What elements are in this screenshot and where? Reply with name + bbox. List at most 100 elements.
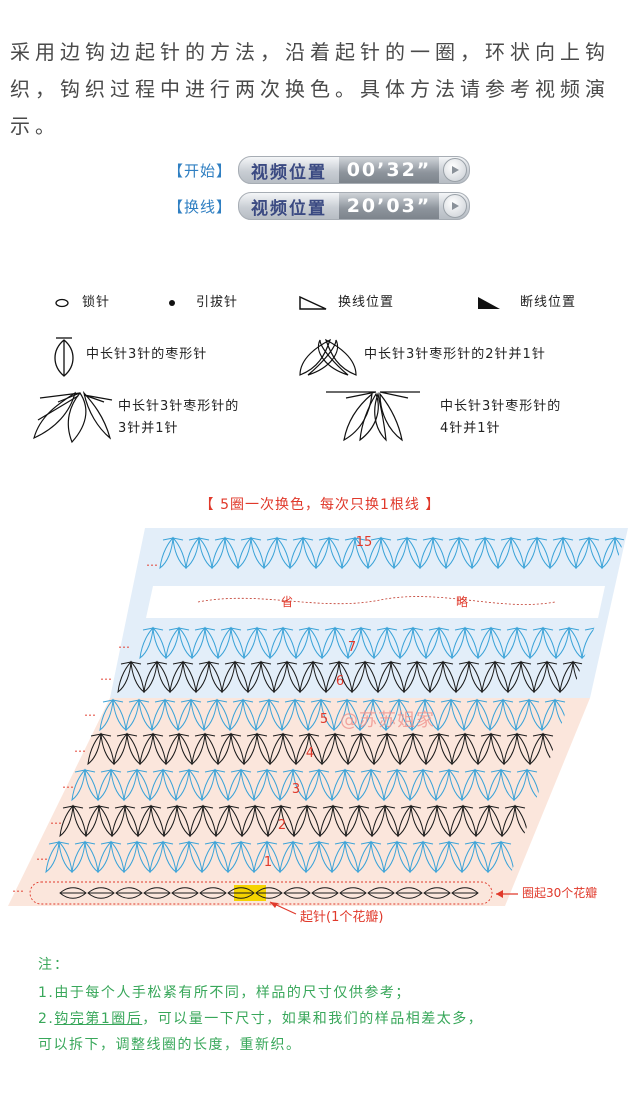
arrow-head-icon	[270, 902, 278, 908]
video-row-start[interactable]: 【开始】 视频位置 00’32”	[168, 156, 470, 184]
petal-cap	[194, 627, 216, 631]
petal-cap	[178, 769, 200, 773]
note-2-emphasis: 钩完第1圈后	[54, 1011, 143, 1027]
hdc3-4tog-icon	[326, 391, 420, 442]
petal-cap	[414, 699, 436, 703]
legend-hdc3-4tog-label-2: 4针并1针	[440, 421, 501, 436]
petal-cap	[194, 733, 216, 737]
hdc3-3tog-icon	[33, 390, 113, 444]
petal-cap	[454, 627, 476, 631]
petal-cap	[490, 841, 512, 845]
petal-cap	[454, 733, 476, 737]
petal-cap	[362, 699, 384, 703]
petal-cap	[500, 537, 522, 541]
petal-cap	[120, 661, 142, 665]
petal-cap	[48, 841, 70, 845]
petal-cap	[562, 661, 584, 665]
row-15	[159, 536, 628, 570]
row-1	[45, 840, 515, 874]
petal-cap	[344, 537, 366, 541]
petal-cap	[464, 841, 486, 845]
petal-cap	[376, 733, 398, 737]
petal-cap	[172, 661, 194, 665]
petal-cap	[466, 699, 488, 703]
petal-cap	[532, 627, 554, 631]
petal-cap	[388, 699, 410, 703]
petal-cap	[428, 627, 450, 631]
petal-cap	[328, 661, 350, 665]
note-2-prefix: 2.	[38, 1011, 55, 1027]
petal-cap	[422, 537, 444, 541]
petal-cap	[506, 627, 528, 631]
petal-cap	[380, 661, 402, 665]
petal-cap	[276, 661, 298, 665]
petal-cap	[536, 661, 558, 665]
petal-cap	[230, 769, 252, 773]
round-label: 1	[264, 855, 272, 870]
petal-cap	[438, 841, 460, 845]
petal-cap	[192, 805, 214, 809]
petal-cap	[310, 699, 332, 703]
petal-cap	[168, 733, 190, 737]
petal-cap	[510, 661, 532, 665]
petal-cap	[360, 769, 382, 773]
petal-cap	[478, 805, 500, 809]
petal-cap	[318, 537, 340, 541]
start-note: 起针(1个花瓣)	[300, 910, 384, 925]
play-icon[interactable]	[443, 194, 467, 218]
video-row-change[interactable]: 【换线】 视频位置 20’03”	[168, 192, 470, 220]
petal-cap	[178, 841, 200, 845]
petal-cap	[440, 699, 462, 703]
petal-cap	[250, 661, 272, 665]
petal-cap	[74, 841, 96, 845]
petal-cap	[296, 805, 318, 809]
petal-cap	[256, 769, 278, 773]
watermark: @苏苏姐家	[340, 710, 435, 731]
legend-hdc3-3tog-label-1: 中长针3针枣形针的	[118, 399, 240, 414]
petal-cap	[126, 841, 148, 845]
petal-cap	[484, 661, 506, 665]
round-label: 2	[278, 818, 286, 833]
petal-cap	[324, 627, 346, 631]
row-5	[99, 698, 595, 732]
petal-cap	[166, 805, 188, 809]
petal-cap	[480, 733, 502, 737]
petal-cap	[220, 627, 242, 631]
petal-cap	[102, 699, 124, 703]
video-label: 视频位置	[251, 198, 327, 219]
omitted-label-1: 省	[281, 595, 294, 609]
slip-stitch-icon	[169, 300, 175, 306]
continue-dots: …	[100, 669, 112, 683]
note-2: 2.钩完第1圈后，可以量一下尺寸，如果和我们的样品相差太多，	[38, 1008, 483, 1030]
petal-cap	[604, 537, 626, 541]
petal-cap	[198, 661, 220, 665]
round-label: 4	[306, 746, 314, 761]
petal-cap	[90, 733, 112, 737]
petal-cap	[406, 661, 428, 665]
petal-cap	[348, 805, 370, 809]
legend-hdc3-label: 中长针3针的枣形针	[86, 347, 208, 362]
crochet-diagram: 123456715………………………	[8, 528, 628, 915]
petal-cap	[452, 805, 474, 809]
petal-cap	[552, 537, 574, 541]
video-pill[interactable]: 视频位置 20’03”	[238, 192, 470, 220]
petal-cap	[100, 769, 122, 773]
petal-cap	[526, 537, 548, 541]
petal-cap	[214, 537, 236, 541]
petal-cap	[302, 661, 324, 665]
petal-cap	[298, 733, 320, 737]
petal-cap	[492, 699, 514, 703]
play-icon[interactable]	[443, 158, 467, 182]
petal-cap	[116, 733, 138, 737]
petal-cap	[324, 733, 346, 737]
round-label: 5	[320, 712, 328, 727]
video-pill[interactable]: 视频位置 00’32”	[238, 156, 470, 184]
petal-cap	[258, 699, 280, 703]
petal-cap	[412, 841, 434, 845]
petal-cap	[142, 733, 164, 737]
petal-cap	[180, 699, 202, 703]
petal-cap	[154, 699, 176, 703]
continue-dots: …	[62, 777, 74, 791]
petal-cap	[518, 699, 540, 703]
legend-cut-label: 断线位置	[520, 295, 577, 310]
